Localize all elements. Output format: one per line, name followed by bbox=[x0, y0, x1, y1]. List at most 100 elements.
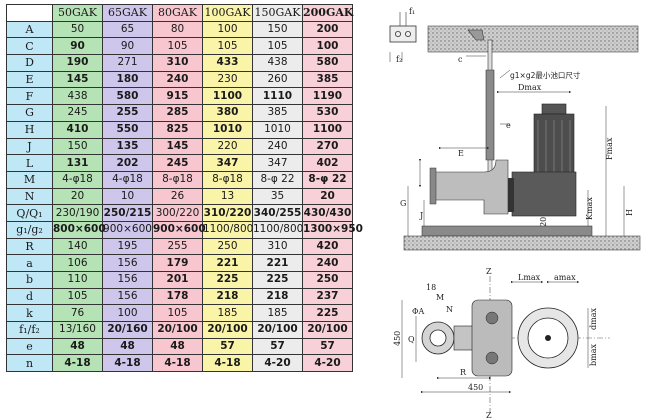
table-cell: 20/100 bbox=[152, 321, 203, 339]
table-cell: 48 bbox=[52, 337, 103, 356]
row-label: C bbox=[6, 37, 53, 56]
table-cell: 260 bbox=[252, 70, 303, 89]
row-label: J bbox=[6, 137, 53, 156]
table-cell: 57 bbox=[202, 337, 253, 356]
column-header: 80GAK bbox=[152, 4, 203, 22]
table-cell: 131 bbox=[52, 154, 103, 172]
j-label: J bbox=[419, 211, 423, 220]
row-label: N bbox=[6, 187, 53, 206]
table-cell: 433 bbox=[202, 54, 253, 72]
guide-bracket bbox=[467, 29, 485, 41]
table-cell: 76 bbox=[52, 304, 103, 323]
table-cell: 580 bbox=[102, 87, 153, 106]
table-cell: 385 bbox=[252, 104, 303, 122]
table-cell: 35 bbox=[252, 187, 303, 206]
table-cell: 225 bbox=[202, 271, 253, 289]
column-header: 100GAK bbox=[202, 4, 253, 22]
row-label: D bbox=[6, 54, 53, 72]
table-cell: 180 bbox=[102, 70, 153, 89]
table-cell: 110 bbox=[52, 271, 103, 289]
z-top-label: Z bbox=[486, 267, 492, 276]
table-cell: 48 bbox=[152, 337, 203, 356]
table-cell: 106 bbox=[52, 254, 103, 272]
d18-label: 18 bbox=[426, 283, 436, 292]
row-label: Q/Q₁ bbox=[6, 204, 53, 222]
table-cell: 185 bbox=[202, 304, 253, 323]
table-cell: 900×600 bbox=[102, 220, 153, 239]
d120-label: 120 bbox=[539, 217, 548, 232]
pit-floor bbox=[403, 235, 641, 251]
table-cell: 245 bbox=[152, 154, 203, 172]
amax-label: amax bbox=[554, 273, 576, 282]
row-label: f₁/f₂ bbox=[6, 321, 53, 339]
table-cell: 221 bbox=[252, 254, 303, 272]
g-label: G bbox=[400, 199, 406, 208]
table-cell: 4-18 bbox=[152, 354, 203, 373]
lmax-label: Lmax bbox=[518, 273, 541, 282]
table-cell: 221 bbox=[202, 254, 253, 272]
e-upper-label: E bbox=[458, 149, 464, 158]
table-cell: 20/100 bbox=[252, 321, 303, 339]
table-cell: 105 bbox=[202, 37, 253, 56]
table-cell: 218 bbox=[252, 287, 303, 306]
coupling-base-plan bbox=[471, 299, 513, 377]
pump-casing bbox=[511, 171, 577, 217]
r-label: R bbox=[460, 368, 467, 377]
table-cell: 20 bbox=[302, 187, 353, 206]
discharge-pipe bbox=[485, 69, 495, 161]
table-cell: 20/160 bbox=[102, 321, 153, 339]
h-label: H bbox=[625, 209, 634, 216]
n-label: N bbox=[446, 305, 453, 314]
f2-label: f₂ bbox=[396, 55, 402, 64]
row-label: g₁/g₂ bbox=[6, 220, 53, 239]
q-label: Q bbox=[408, 335, 415, 344]
row-label: E bbox=[6, 70, 53, 89]
table-cell: 1010 bbox=[252, 120, 303, 139]
table-cell: 20/100 bbox=[302, 321, 353, 339]
table-cell: 50 bbox=[52, 20, 103, 39]
table-cell: 245 bbox=[52, 104, 103, 122]
table-cell: 20 bbox=[52, 187, 103, 206]
table-cell: 156 bbox=[102, 254, 153, 272]
pump-flange bbox=[508, 178, 514, 212]
table-cell: 915 bbox=[152, 87, 203, 106]
table-cell: 195 bbox=[102, 237, 153, 256]
column-header: 50GAK bbox=[52, 4, 103, 22]
table-cell: 100 bbox=[302, 37, 353, 56]
table-cell: 530 bbox=[302, 104, 353, 122]
m-label: M bbox=[436, 293, 444, 302]
table-cell: 240 bbox=[252, 137, 303, 156]
table-cell: 237 bbox=[302, 287, 353, 306]
table-cell: 135 bbox=[102, 137, 153, 156]
side-view: f₁ f₂ c g1×g2最小池口尺寸 Dmax e E G J F bbox=[389, 7, 641, 251]
e-label: e bbox=[506, 121, 511, 130]
table-cell: 240 bbox=[302, 254, 353, 272]
table-cell: 1300×950 bbox=[302, 220, 363, 239]
wall-bracket bbox=[389, 25, 417, 43]
table-cell: 1100/800 bbox=[202, 220, 253, 239]
table-cell: 8-φ 22 bbox=[252, 170, 303, 189]
table-cell: 65 bbox=[102, 20, 153, 39]
row-label: a bbox=[6, 254, 53, 272]
table-cell: 240 bbox=[152, 70, 203, 89]
table-cell: 800×600 bbox=[52, 220, 106, 239]
table-cell: 156 bbox=[102, 271, 153, 289]
table-cell: 225 bbox=[252, 271, 303, 289]
table-cell: 438 bbox=[252, 54, 303, 72]
pump-installation-diagram: f₁ f₂ c g1×g2最小池口尺寸 Dmax e E G J F bbox=[389, 7, 641, 420]
table-cell: 402 bbox=[302, 154, 353, 172]
phi-a-label: ΦA bbox=[412, 307, 425, 316]
table-cell: 4-18 bbox=[102, 354, 153, 373]
table-cell: 13 bbox=[202, 187, 253, 206]
